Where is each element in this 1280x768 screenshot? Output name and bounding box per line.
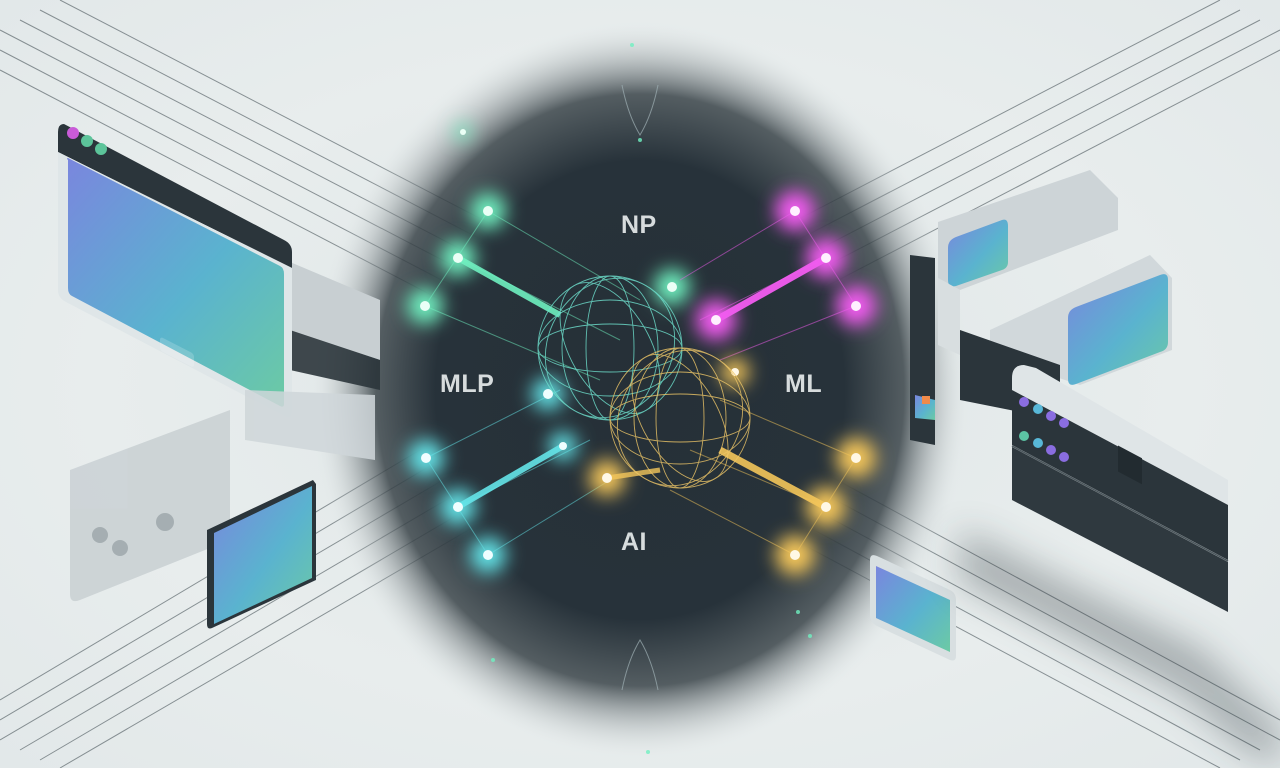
server-unit-2 xyxy=(1012,447,1228,612)
node-group-top-right xyxy=(679,191,876,361)
label-left: MLP xyxy=(440,370,495,398)
label-right: ML xyxy=(785,370,823,398)
node-group-bottom-right xyxy=(589,358,876,575)
window-dot-magenta xyxy=(67,127,79,139)
label-bottom: AI xyxy=(621,528,647,556)
window-dot-green-1 xyxy=(81,135,93,147)
sphere-gold xyxy=(609,347,751,489)
node-group-top-left xyxy=(407,124,690,381)
server-leds-row-1 xyxy=(1019,397,1069,428)
core-background xyxy=(310,20,970,760)
sparkles xyxy=(491,43,812,754)
accent-arcs xyxy=(621,84,659,691)
small-screen-right xyxy=(870,555,956,661)
server-rack-illustration xyxy=(910,170,1229,612)
control-panel-illustration xyxy=(70,390,375,602)
browser-window-illustration xyxy=(58,124,380,418)
window-dot-green-2 xyxy=(95,143,107,155)
server-vents xyxy=(1118,445,1142,485)
label-top: NP xyxy=(621,211,657,239)
cable-shadow xyxy=(960,530,1280,768)
server-unit-1 xyxy=(1012,390,1228,560)
server-leds-row-2 xyxy=(1019,431,1069,462)
small-screen-left xyxy=(207,480,316,629)
node-group-bottom-left xyxy=(408,378,611,573)
